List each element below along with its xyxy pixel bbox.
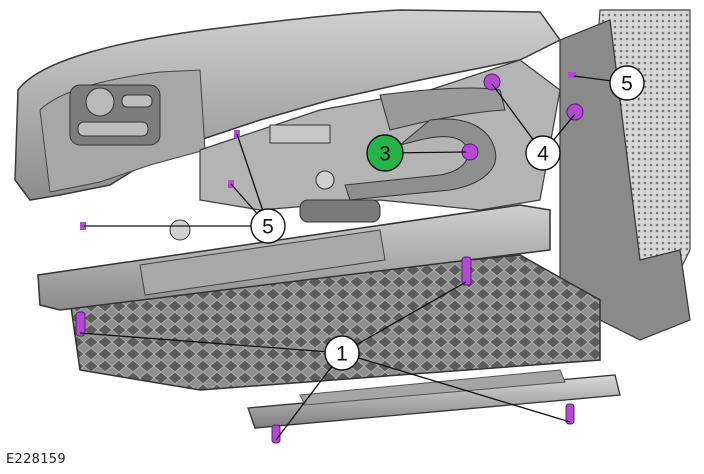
callout-3: 3 — [366, 134, 404, 172]
front-cross-beam — [37, 204, 551, 311]
callout-5-upper: 5 — [609, 65, 645, 101]
fastener-icon — [568, 72, 576, 78]
fastener-icon — [80, 222, 86, 230]
callout-5-lower: 5 — [250, 208, 286, 244]
fastener-icon — [75, 311, 86, 337]
callout-4: 4 — [525, 135, 561, 171]
seat-rail — [247, 369, 621, 429]
fastener-icon — [565, 403, 575, 425]
figure-id: E228159 — [6, 452, 66, 467]
callout-5-upper-label: 5 — [621, 73, 633, 96]
fastener-icon — [461, 256, 472, 286]
callout-4-label: 4 — [537, 143, 549, 166]
fastener-icon — [566, 103, 584, 121]
callout-1: 1 — [324, 335, 360, 371]
side-trim-panel — [14, 9, 562, 201]
fastener-icon — [483, 73, 501, 91]
callout-1-label: 1 — [336, 343, 348, 366]
callout-5-lower-label: 5 — [262, 216, 274, 239]
callout-3-label: 3 — [379, 143, 391, 166]
fastener-icon — [271, 424, 281, 444]
